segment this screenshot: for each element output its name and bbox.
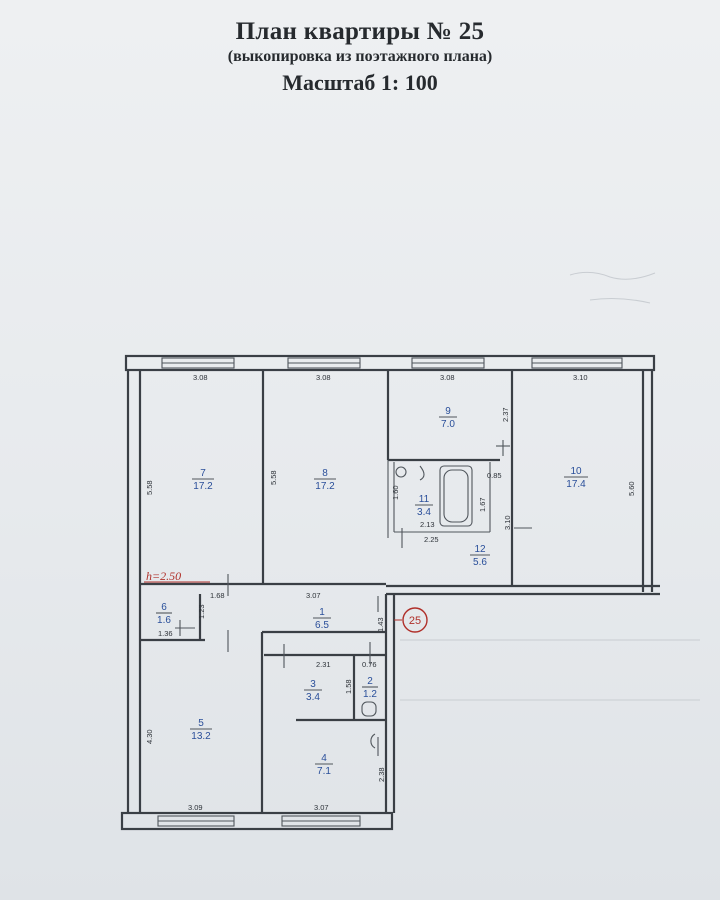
svg-text:1: 1 (319, 607, 325, 618)
dim-label: 3.10 (573, 373, 588, 382)
dim-label: 5.58 (269, 470, 278, 485)
dim-label: 1.58 (344, 679, 353, 694)
svg-text:11: 11 (419, 494, 430, 505)
sink-icon (395, 466, 407, 478)
svg-text:3.4: 3.4 (417, 507, 431, 518)
svg-text:9: 9 (445, 406, 451, 417)
room-1: 1 6.5 (313, 607, 331, 631)
svg-text:1.2: 1.2 (363, 689, 377, 700)
dim-label: 4.30 (145, 729, 154, 744)
room-12: 12 5.6 (470, 544, 490, 568)
dim-label: 2.38 (377, 767, 386, 782)
svg-text:5.6: 5.6 (473, 557, 487, 568)
dim-label: 1.68 (210, 591, 225, 600)
washbasin-icon (419, 465, 425, 481)
dim-label: 3.08 (440, 373, 455, 382)
dim-label: 2.37 (501, 407, 510, 422)
dim-label: 0.85 (487, 471, 502, 480)
dim-label: 3.10 (503, 515, 512, 530)
shower-icon (370, 733, 376, 749)
dim-label: 3.09 (188, 803, 203, 812)
svg-text:1.6: 1.6 (157, 615, 171, 626)
dim-label: 2.13 (420, 520, 435, 529)
svg-text:12: 12 (474, 544, 486, 555)
svg-text:6: 6 (161, 602, 167, 613)
svg-text:17.4: 17.4 (566, 479, 586, 490)
dim-label: 1.67 (478, 497, 487, 512)
room-6: 6 1.6 (156, 602, 172, 626)
room-4: 4 7.1 (315, 753, 333, 777)
ceiling-height-label: h=2.50 (146, 569, 181, 583)
room-9: 9 7.0 (439, 406, 457, 430)
dim-label: 3.07 (306, 591, 321, 600)
dim-label: 1.60 (391, 485, 400, 500)
svg-text:17.2: 17.2 (315, 481, 335, 492)
room-3: 3 3.4 (304, 679, 322, 703)
fixtures (361, 465, 473, 756)
svg-text:5: 5 (198, 718, 204, 729)
svg-text:7.0: 7.0 (441, 419, 455, 430)
svg-text:13.2: 13.2 (191, 731, 211, 742)
dim-label: 3.08 (316, 373, 331, 382)
svg-text:25: 25 (409, 615, 421, 627)
room-10: 10 17.4 (564, 466, 588, 490)
dim-label: 2.31 (316, 660, 331, 669)
room-8: 8 17.2 (314, 468, 336, 492)
plan-subtitle: (выкопировка из поэтажного плана) (227, 48, 493, 65)
svg-text:3: 3 (310, 679, 316, 690)
svg-text:17.2: 17.2 (193, 481, 213, 492)
svg-text:4: 4 (321, 753, 327, 764)
dim-label: 0.76 (362, 660, 377, 669)
dimension-labels: 3.08 3.08 3.08 3.10 5.58 5.58 2.37 0.85 … (145, 373, 636, 812)
svg-text:7.1: 7.1 (317, 766, 331, 777)
dim-label: 1.43 (376, 617, 385, 632)
room-2: 2 1.2 (362, 676, 378, 700)
room-7: 7 17.2 (192, 468, 214, 492)
svg-text:8: 8 (322, 468, 328, 479)
dim-label: 5.60 (627, 481, 636, 496)
room-labels: 7 17.2 8 17.2 9 7.0 10 17.4 11 (156, 406, 588, 777)
svg-text:3.4: 3.4 (306, 692, 320, 703)
dim-label: 3.08 (193, 373, 208, 382)
plan-scale: Масштаб 1: 100 (282, 70, 438, 95)
document-header: План квартиры № 25 (выкопировка из поэта… (0, 18, 720, 96)
room-11: 11 3.4 (415, 494, 433, 518)
plan-title: План квартиры № 25 (235, 18, 485, 45)
svg-text:6.5: 6.5 (315, 620, 329, 631)
apartment-number-marker: 25 (394, 607, 428, 633)
dim-label: 5.58 (145, 480, 154, 495)
dim-label: 3.07 (314, 803, 329, 812)
toilet-icon (361, 701, 377, 717)
dim-label: 1.36 (158, 629, 173, 638)
dim-label: 2.25 (424, 535, 439, 544)
svg-text:10: 10 (570, 466, 582, 477)
walls (120, 354, 660, 831)
background-marks (400, 271, 700, 701)
dim-label: 1.23 (197, 604, 206, 619)
svg-text:2: 2 (367, 676, 373, 687)
bathtub-icon (439, 465, 473, 527)
room-5: 5 13.2 (190, 718, 212, 742)
svg-text:7: 7 (200, 468, 206, 479)
